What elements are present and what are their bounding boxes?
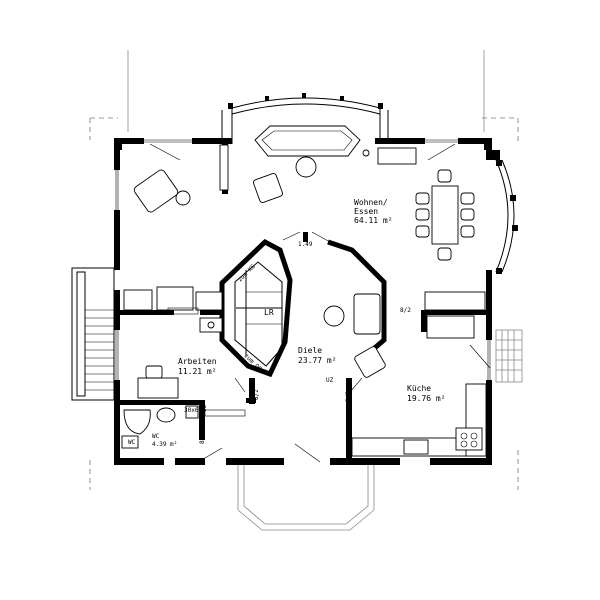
kitchen-fixtures bbox=[351, 383, 487, 457]
terrace-dashed-lines bbox=[89, 50, 519, 490]
room-name-arbeiten: Arbeiten bbox=[178, 357, 217, 366]
dim-30x60-label: 30x60 bbox=[184, 407, 202, 414]
room-name-wohnen-2: Essen bbox=[354, 207, 378, 216]
room-area-kueche: 19.76 m² bbox=[407, 394, 446, 403]
door-size-label-3: 8/2 bbox=[345, 391, 352, 402]
uz-label: UZ bbox=[326, 377, 334, 384]
room-area-wohnen: 64.11 m² bbox=[354, 216, 393, 225]
wc-fixtures bbox=[121, 405, 199, 449]
diele-walls bbox=[303, 232, 387, 354]
staircase bbox=[219, 238, 293, 378]
office-furniture bbox=[137, 365, 246, 417]
dining-table bbox=[415, 169, 475, 261]
lr-label: LR bbox=[264, 308, 274, 317]
reading-chair bbox=[133, 169, 191, 213]
bay-window-right bbox=[495, 159, 518, 274]
door-size-label-4: 8/2 bbox=[199, 433, 206, 444]
diele-furniture bbox=[167, 293, 386, 378]
annotations: 1.49 LR zum KG zum OG WC 8/2 8/2 8/2 8/2… bbox=[128, 241, 411, 446]
level-label: 1.49 bbox=[298, 241, 313, 248]
sideboards bbox=[123, 286, 486, 339]
room-area-diele: 23.77 m² bbox=[298, 356, 337, 365]
room-area-arbeiten: 11.21 m² bbox=[178, 367, 217, 376]
dim-65-label: 65 bbox=[201, 404, 208, 412]
grid-right bbox=[495, 329, 523, 383]
sofa-group bbox=[219, 125, 417, 203]
room-name-diele: Diele bbox=[298, 346, 322, 355]
room-area-wc: 4.39 m² bbox=[152, 441, 177, 448]
door-size-label-1: 8/2 bbox=[400, 307, 411, 314]
bottom-terrace bbox=[237, 465, 375, 531]
room-labels: Wohnen/ Essen 64.11 m² Arbeiten 11.21 m²… bbox=[152, 198, 446, 448]
outer-walls bbox=[114, 138, 500, 465]
room-name-wohnen: Wohnen/ bbox=[354, 198, 388, 207]
door-size-label-2: 8/2 bbox=[253, 389, 260, 400]
outdoor-stairs bbox=[71, 267, 115, 401]
door-swings bbox=[149, 143, 491, 463]
windows bbox=[115, 139, 491, 380]
bay-window-top bbox=[221, 93, 389, 144]
room-name-kueche: Küche bbox=[407, 384, 431, 393]
wc-symbol-label: WC bbox=[128, 439, 136, 446]
room-name-wc: WC bbox=[152, 433, 160, 440]
